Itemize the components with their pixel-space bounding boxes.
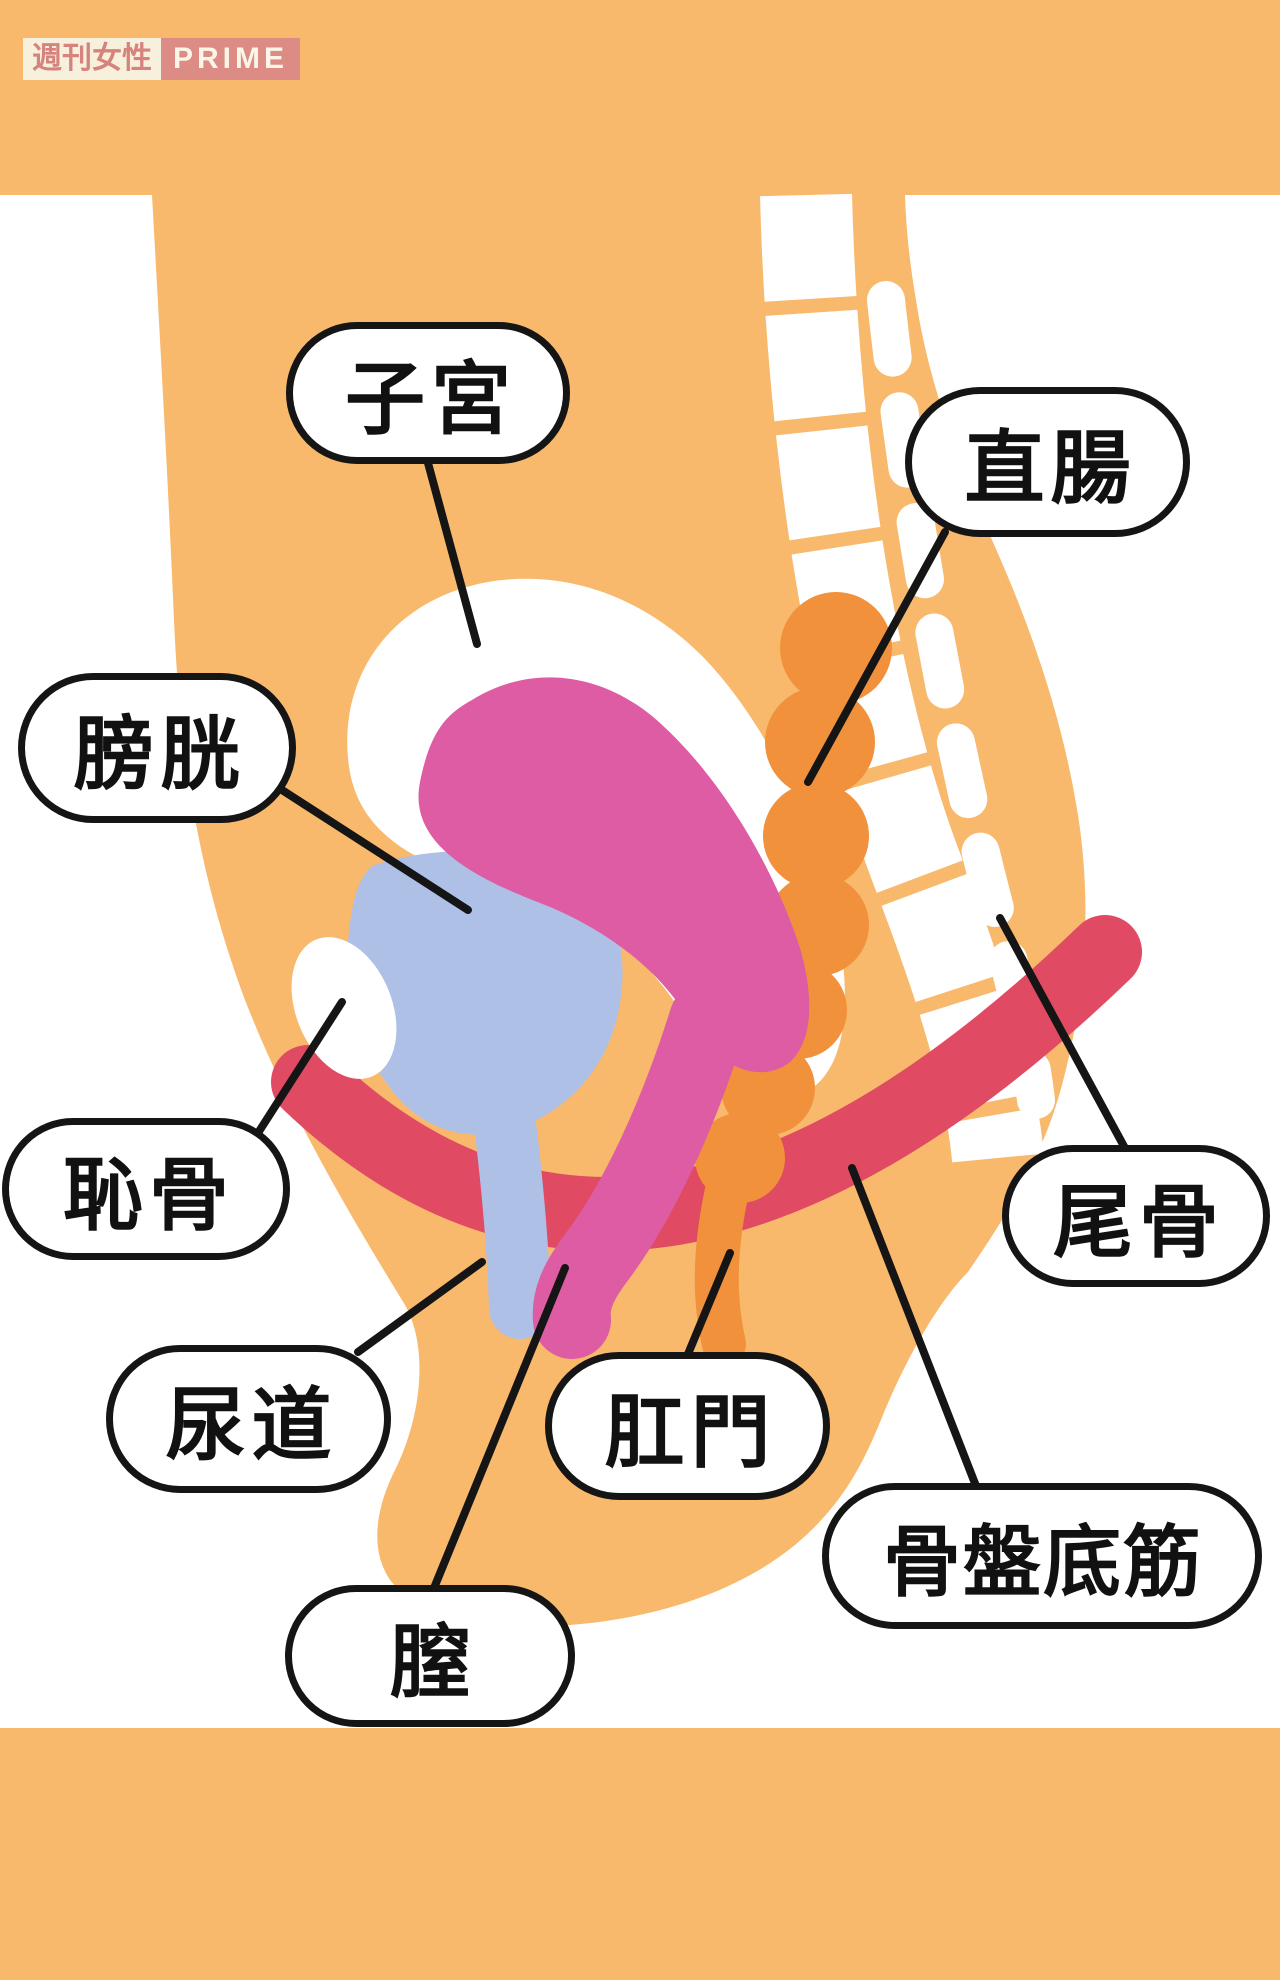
watermark-brand-jp: 週刊女性 xyxy=(23,38,161,80)
label-bladder: 膀胱 xyxy=(18,673,296,823)
leader-line-vagina xyxy=(430,1264,569,1592)
label-urethra: 尿道 xyxy=(106,1345,391,1493)
anal-canal-shape xyxy=(694,1164,750,1366)
leader-line-pelvic-floor xyxy=(848,1164,980,1490)
leader-line-anus xyxy=(684,1249,734,1358)
label-uterus: 子宮 xyxy=(286,322,570,464)
leader-line-urethra xyxy=(354,1258,486,1356)
label-urethra-text: 尿道 xyxy=(165,1383,338,1471)
label-pelvic-floor-text: 骨盤底筋 xyxy=(882,1519,1203,1606)
label-coccyx-text: 尾骨 xyxy=(1053,1180,1225,1268)
top-orange-band xyxy=(0,0,1280,195)
label-pubic-bone-text: 恥骨 xyxy=(63,1153,235,1241)
label-anus: 肛門 xyxy=(545,1352,830,1500)
uterus-shape xyxy=(418,677,810,1073)
label-coccyx: 尾骨 xyxy=(1002,1145,1270,1287)
pelvic-floor-muscle-shape xyxy=(271,915,1142,1251)
label-pelvic-floor: 骨盤底筋 xyxy=(822,1483,1262,1629)
leader-line-pubic-bone xyxy=(254,998,346,1137)
label-uterus-text: 子宮 xyxy=(345,357,517,445)
label-bladder-text: 膀胱 xyxy=(74,712,246,800)
bottom-orange-band xyxy=(0,1728,1280,1980)
label-rectum: 直腸 xyxy=(905,387,1190,537)
vagina-canal-shape xyxy=(532,981,747,1359)
leader-line-uterus xyxy=(424,459,481,648)
leader-line-bladder xyxy=(278,786,472,914)
watermark-brand-en: PRIME xyxy=(161,38,301,80)
label-anus-text: 肛門 xyxy=(604,1390,777,1478)
label-vagina: 膣 xyxy=(285,1585,575,1727)
label-vagina-text: 膣 xyxy=(390,1620,476,1708)
leader-line-coccyx xyxy=(996,914,1130,1154)
urethra-shape xyxy=(473,1085,551,1339)
watermark: 週刊女性 PRIME xyxy=(23,38,301,80)
bladder-shape xyxy=(346,851,623,1135)
leader-line-rectum xyxy=(804,528,949,786)
label-pubic-bone: 恥骨 xyxy=(2,1118,290,1260)
label-rectum-text: 直腸 xyxy=(964,426,1137,514)
